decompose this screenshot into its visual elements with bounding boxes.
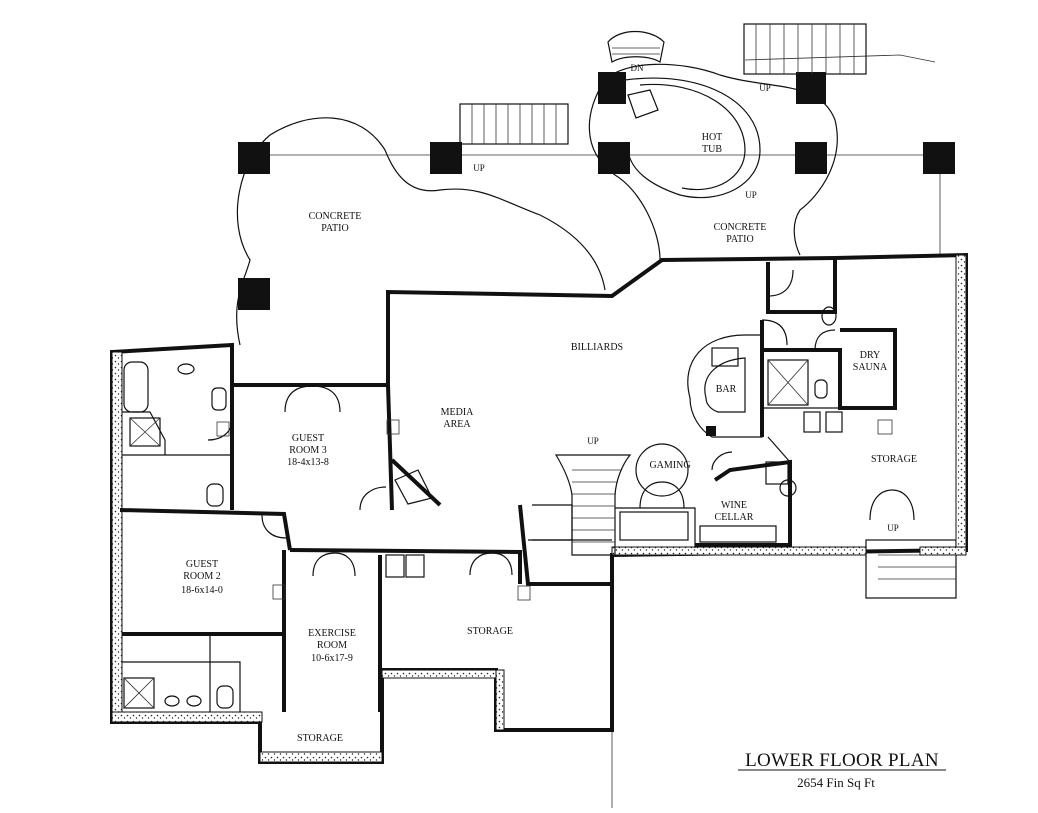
- dry-sauna-label-1: DRY: [860, 350, 881, 361]
- title-block: LOWER FLOOR PLAN 2654 Fin Sq Ft: [738, 750, 946, 790]
- wine-cellar-label-2: CELLAR: [715, 512, 754, 523]
- storage-center-label: STORAGE: [467, 626, 513, 637]
- interior-walls: [119, 258, 897, 712]
- stair-up-right-label: UP: [887, 523, 899, 533]
- plumbing-fixtures: [123, 89, 843, 709]
- media-area-label-2: AREA: [443, 419, 471, 430]
- room-labels: CONCRETE PATIO CONCRETE PATIO HOT TUB BI…: [181, 132, 917, 744]
- patio-right-label-2: PATIO: [726, 234, 753, 245]
- exterior-stairs: [459, 23, 957, 599]
- bar-counter: [687, 334, 763, 438]
- patio-columns: [238, 72, 955, 310]
- hot-tub-label-2: TUB: [702, 144, 722, 155]
- storage-right-label: STORAGE: [871, 454, 917, 465]
- dry-sauna-label-2: SAUNA: [853, 362, 888, 373]
- guest-room-2-label-1: GUEST: [186, 559, 218, 570]
- stair-labels: DN UP UP UP UP UP: [473, 63, 899, 533]
- gaming-table: [635, 443, 689, 497]
- hot-tub-label-1: HOT: [702, 132, 723, 143]
- stair-up-left-label: UP: [473, 163, 485, 173]
- guest-room-2-label-2: ROOM 2: [183, 571, 221, 582]
- guest-room-3-size: 18-4x13-8: [287, 457, 329, 468]
- door-swings: [207, 269, 915, 577]
- guest-room-3-label-2: ROOM 3: [289, 445, 327, 456]
- guest-room-2-size: 18-6x14-0: [181, 585, 223, 596]
- plan-title: LOWER FLOOR PLAN: [745, 750, 939, 771]
- billiards-label: BILLIARDS: [571, 342, 623, 353]
- exercise-room-size: 10-6x17-9: [311, 653, 353, 664]
- light-fixtures: [216, 419, 893, 601]
- guest-room-3-label-1: GUEST: [292, 433, 324, 444]
- patio-right-label-1: CONCRETE: [714, 222, 767, 233]
- media-area-label-1: MEDIA: [441, 407, 475, 418]
- stair-up-top-right-label: UP: [759, 83, 771, 93]
- stair-dn-label: DN: [631, 63, 644, 73]
- plan-subtitle: 2654 Fin Sq Ft: [797, 775, 875, 790]
- storage-bottom-label: STORAGE: [297, 733, 343, 744]
- stair-up-main-label: UP: [587, 436, 599, 446]
- patio-left-label-2: PATIO: [321, 223, 348, 234]
- gaming-label: GAMING: [649, 460, 690, 471]
- wine-cellar-shelves: [619, 511, 777, 543]
- bar-label: BAR: [716, 384, 737, 395]
- wine-cellar-label-1: WINE: [721, 500, 747, 511]
- patio-left-label-1: CONCRETE: [309, 211, 362, 222]
- exercise-room-label-2: ROOM: [317, 640, 347, 651]
- stair-up-hot-tub-label: UP: [745, 190, 757, 200]
- exercise-room-label-1: EXERCISE: [308, 628, 356, 639]
- main-staircase: [532, 454, 632, 556]
